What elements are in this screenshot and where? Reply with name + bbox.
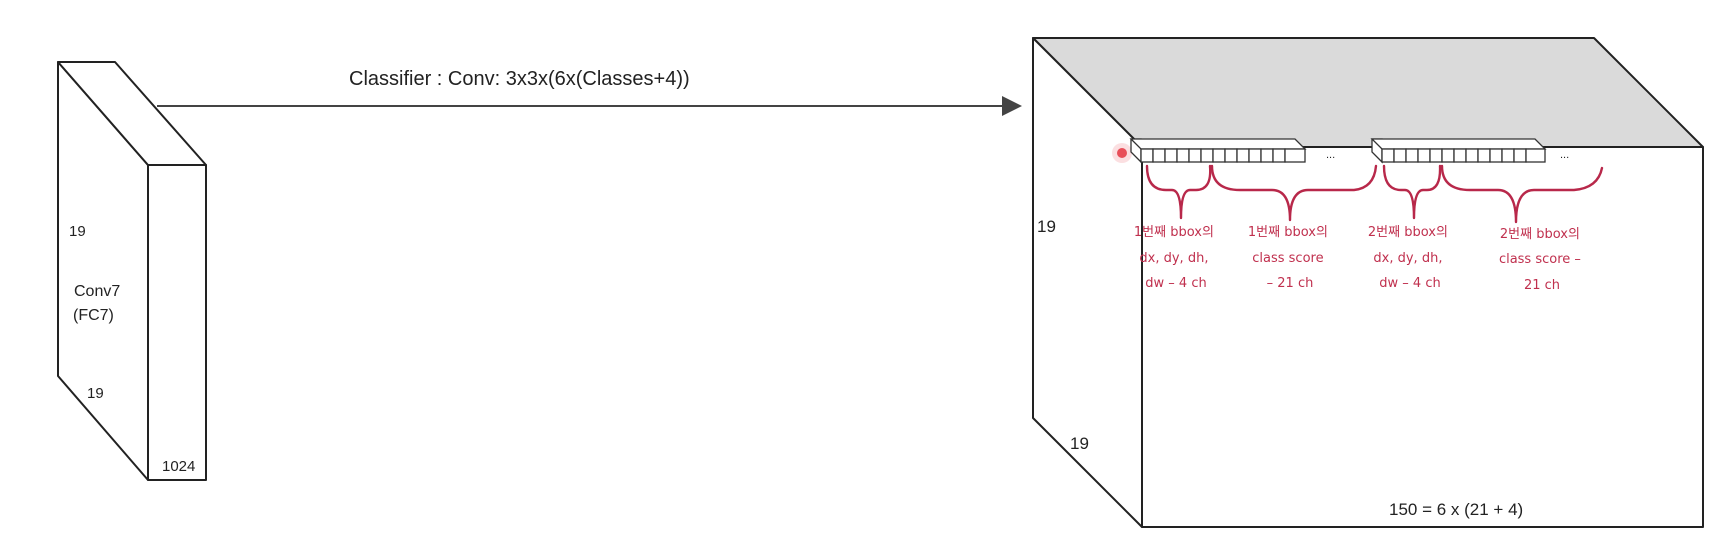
pointer-dot-halo [1112,143,1132,163]
cell [1393,148,1407,163]
annotation-line: 21 ch [1524,278,1560,293]
channel-formula: 150 = 6 x (21 + 4) [1389,500,1523,519]
cell [1200,148,1214,163]
cell [1272,148,1286,163]
cell [1381,148,1395,163]
conv7-side-face [147,164,207,481]
annotation-line: dx, dy, dh, [1139,251,1208,266]
cell [1260,148,1274,163]
annotation-line: – 21 ch [1267,276,1314,291]
cell [1224,148,1238,163]
brace-bbox1-classes [1210,164,1378,222]
cell [1525,148,1546,163]
annotation-bbox2-classes: 2번째 bbox의 class score – 21 ch [1499,227,1585,293]
classifier-label: Classifier : Conv: 3x3x(6x(Classes+4)) [349,68,690,90]
annotation-line: dw – 4 ch [1379,276,1440,291]
cell-strip-1-top [1129,138,1307,150]
cell [1417,148,1431,163]
annotation-line: 1번째 bbox의 [1134,225,1214,240]
output-width-label: 19 [1070,434,1089,453]
cell [1152,148,1166,163]
cell [1140,148,1154,163]
annotation-line: class score [1252,251,1323,266]
conv7-name-line2: (FC7) [73,307,114,324]
annotation-line: class score – [1499,252,1581,267]
cell [1405,148,1419,163]
annotation-line: 2번째 bbox의 [1500,227,1580,242]
cell [1477,148,1491,163]
output-front-face [1141,146,1704,528]
cell [1188,148,1202,163]
annotation-bbox1-classes: 1번째 bbox의 class score – 21 ch [1248,225,1332,291]
conv7-channel-label: 1024 [162,458,195,475]
cell [1429,148,1443,163]
ellipsis-2: ... [1560,149,1569,161]
cell [1212,148,1226,163]
brace-bbox2-classes [1440,164,1604,224]
cell-strip-2-top [1370,138,1547,150]
cell [1489,148,1503,163]
brace-bbox1-offsets [1145,164,1212,220]
annotation-line: dx, dy, dh, [1373,251,1442,266]
cell [1441,148,1455,163]
annotation-bbox2-offsets: 2번째 bbox의 dx, dy, dh, dw – 4 ch [1368,225,1452,291]
cell-strip-1 [1129,138,1307,164]
output-block: 19 19 150 = 6 x (21 + 4) ... [1032,37,1704,528]
ellipsis-1: ... [1326,149,1335,161]
annotation-line: dw – 4 ch [1145,276,1206,291]
output-height-label: 19 [1037,217,1056,236]
cell [1513,148,1527,163]
annotation-line: 1번째 bbox의 [1248,225,1328,240]
cell [1176,148,1190,163]
cell [1248,148,1262,163]
cell [1236,148,1250,163]
output-top-face [1032,37,1704,148]
cell-strip-2 [1370,138,1547,164]
conv7-block: 19 Conv7 (FC7) 19 1024 [57,61,207,481]
cell [1453,148,1467,163]
conv7-width-label: 19 [87,385,104,402]
brace-bbox2-offsets [1382,164,1442,220]
conv7-height-label: 19 [69,223,86,240]
annotation-bbox1-offsets: 1번째 bbox의 dx, dy, dh, dw – 4 ch [1134,225,1218,291]
cell [1465,148,1479,163]
annotation-line: 2번째 bbox의 [1368,225,1448,240]
pointer-dot [1117,148,1127,158]
cell [1284,148,1306,163]
cell [1501,148,1515,163]
classifier-arrow: Classifier : Conv: 3x3x(6x(Classes+4)) [157,68,1022,116]
conv7-name-line1: Conv7 [74,283,120,300]
cell [1164,148,1178,163]
